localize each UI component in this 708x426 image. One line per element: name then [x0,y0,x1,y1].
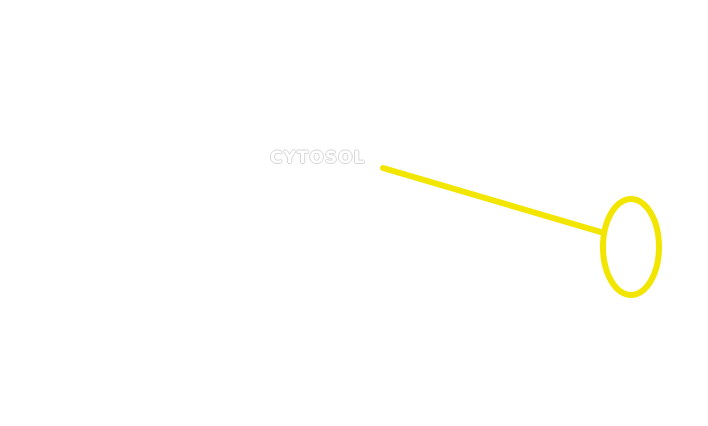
pointer-line [380,165,607,236]
highlight-ellipse [600,196,662,298]
cytosol-label: CYTOSOL [270,148,366,168]
